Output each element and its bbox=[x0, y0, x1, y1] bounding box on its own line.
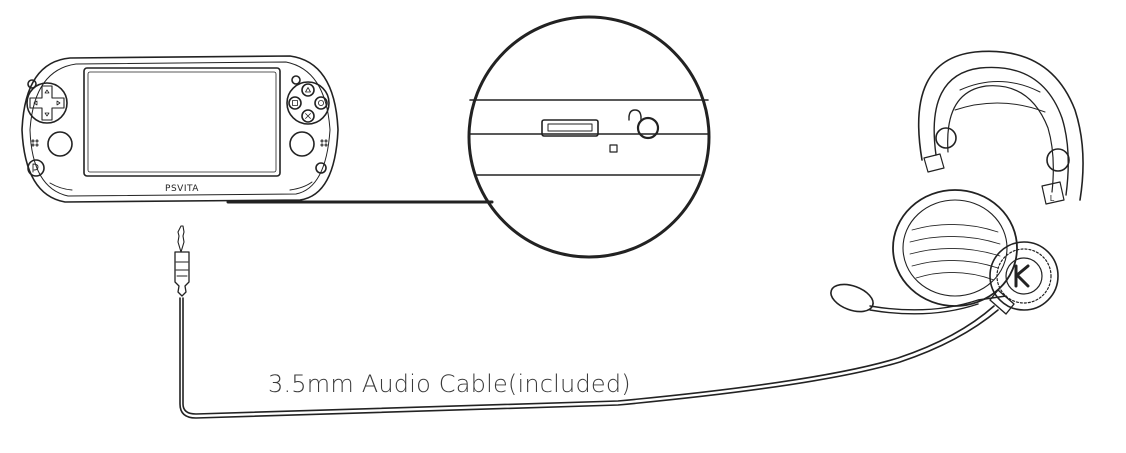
left-shoulder-dot bbox=[27, 79, 37, 89]
multi-connector-port bbox=[541, 119, 599, 137]
cross-button-icon bbox=[301, 109, 315, 123]
right-shoulder-dot bbox=[291, 75, 301, 85]
left-analog-stick bbox=[47, 131, 73, 157]
left-speaker-icon bbox=[31, 139, 39, 147]
ps-button-icon bbox=[27, 159, 45, 177]
console-brand-logo: PSVITA bbox=[165, 184, 199, 194]
earcup-grille bbox=[909, 224, 1001, 281]
microphone-head bbox=[830, 283, 874, 313]
cable-plug-body bbox=[174, 251, 190, 297]
square-button-icon bbox=[288, 96, 302, 110]
left-earcup bbox=[892, 189, 1018, 307]
headband-inner bbox=[947, 85, 1054, 193]
earcup-logo-ring bbox=[989, 241, 1059, 311]
dpad-icon bbox=[26, 82, 68, 124]
port-magnifier bbox=[467, 15, 711, 259]
circle-button-icon bbox=[314, 96, 328, 110]
headset: L bbox=[830, 50, 1084, 315]
status-led bbox=[609, 144, 618, 153]
headphone-icon bbox=[628, 109, 642, 121]
headset-left-marker: L bbox=[1050, 194, 1055, 203]
face-buttons bbox=[286, 81, 330, 125]
headband-ring-right bbox=[1046, 148, 1070, 172]
microphone-arm bbox=[869, 295, 1007, 311]
psvita-console: PSVITA bbox=[21, 55, 494, 204]
headband-ring-left bbox=[935, 127, 957, 149]
headband-mid bbox=[933, 66, 1069, 196]
brand-logo-icon bbox=[1014, 264, 1030, 288]
start-select-button bbox=[315, 162, 327, 174]
cable-plug-tip bbox=[177, 225, 185, 253]
console-body bbox=[21, 55, 339, 203]
triangle-button-icon bbox=[301, 83, 315, 97]
console-screen bbox=[83, 67, 281, 177]
right-speaker-icon bbox=[320, 139, 328, 147]
cable-label: 3.5mm Audio Cable(included) bbox=[268, 370, 631, 398]
headphone-jack bbox=[636, 116, 660, 140]
right-analog-stick bbox=[289, 131, 315, 157]
headband-outer bbox=[917, 50, 1084, 201]
